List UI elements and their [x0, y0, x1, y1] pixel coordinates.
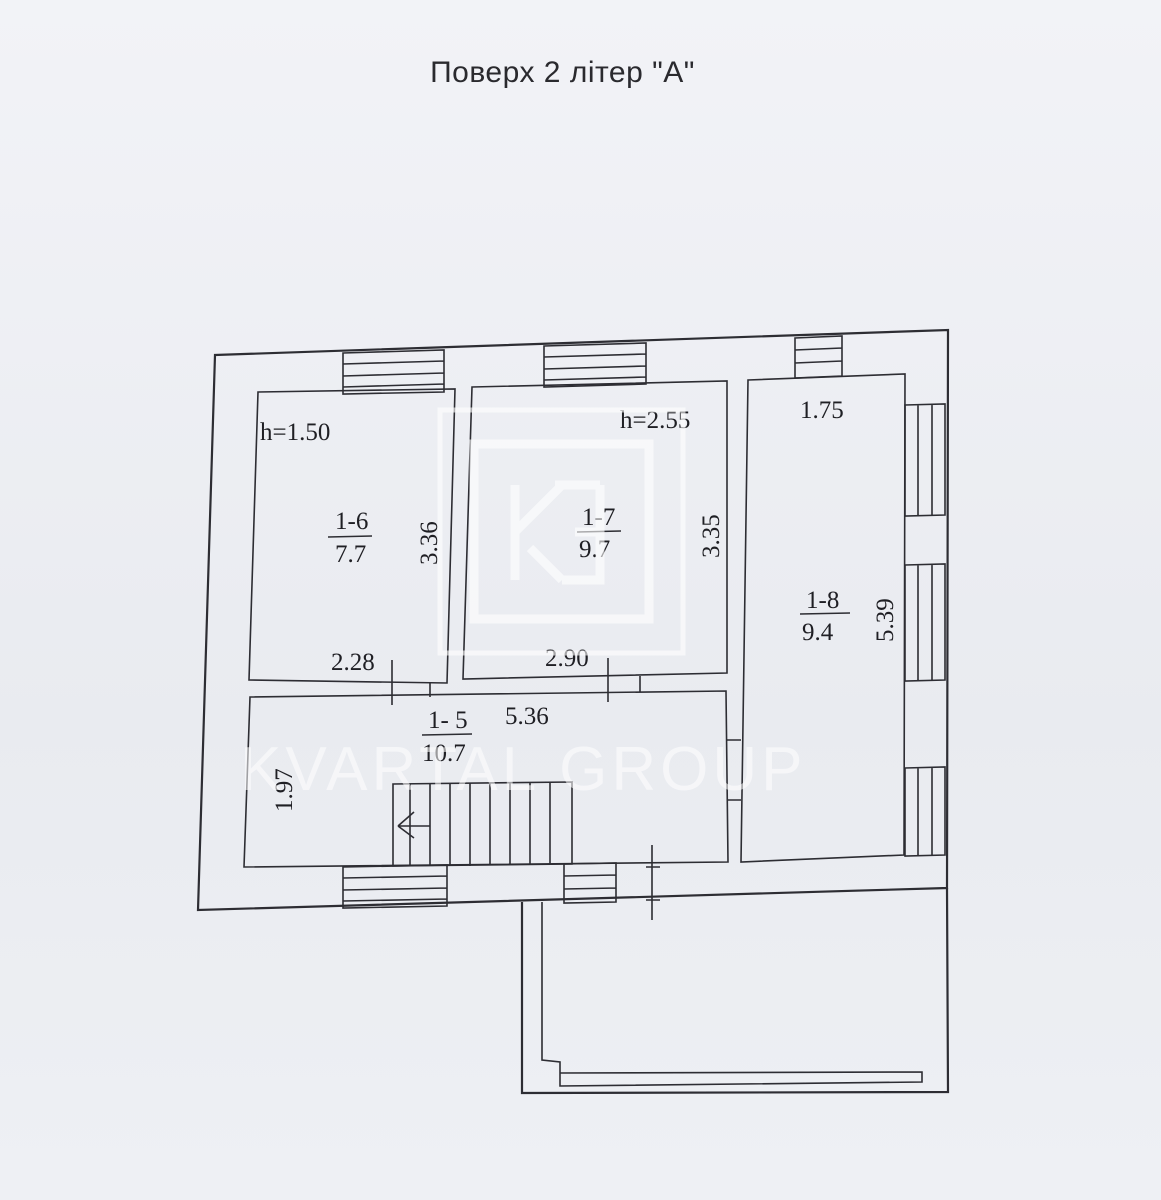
window-top-right	[794, 335, 843, 379]
room-1-5-fraction-line	[421, 733, 473, 736]
room-1-6-outline	[248, 388, 456, 684]
room-1-6-width: 2.28	[331, 649, 375, 676]
plan-title: Поверх 2 літер "А"	[430, 56, 695, 89]
balcony-door	[563, 862, 617, 904]
room-1-8-id: 1-8	[806, 587, 839, 614]
room-1-8-side: 5.39	[872, 598, 899, 642]
room-1-6-id: 1-6	[335, 508, 368, 535]
watermark-logo	[437, 407, 686, 656]
room-1-5-width: 5.36	[505, 703, 549, 730]
window-right-3	[904, 766, 946, 857]
room-1-5-id: 1- 5	[428, 707, 468, 734]
window-top-left	[342, 349, 445, 395]
watermark-text: KVARTAL GROUP	[240, 735, 807, 804]
hall-wall-jog	[726, 739, 741, 801]
room-1-8-outline	[740, 373, 906, 863]
room-1-7-area: 9.7	[579, 536, 610, 563]
window-right-1	[904, 403, 946, 517]
room-1-7-outline	[462, 380, 728, 680]
room-1-8-area: 9.4	[802, 619, 834, 646]
balcony-inner	[541, 902, 923, 1087]
room-1-6-fraction-line	[327, 535, 373, 538]
room-1-6-height: h=1.50	[260, 419, 330, 446]
room-1-8-width: 1.75	[800, 397, 844, 424]
window-bottom-left	[342, 864, 448, 909]
door-1-6	[391, 660, 431, 705]
room-1-7-side: 3.35	[698, 514, 725, 558]
room-1-7-width: 2.90	[545, 645, 589, 672]
door-1-7	[607, 658, 641, 702]
window-top-center	[543, 342, 647, 388]
balcony-outline	[520, 887, 950, 1095]
room-1-5-outline	[243, 690, 729, 868]
room-1-5-side: 1.97	[271, 768, 298, 812]
room-1-8-fraction-line	[799, 612, 851, 615]
room-1-6-area: 7.7	[335, 541, 366, 568]
door-balcony	[646, 845, 660, 920]
room-1-5-area: 10.7	[422, 740, 466, 767]
window-right-2	[904, 563, 946, 682]
